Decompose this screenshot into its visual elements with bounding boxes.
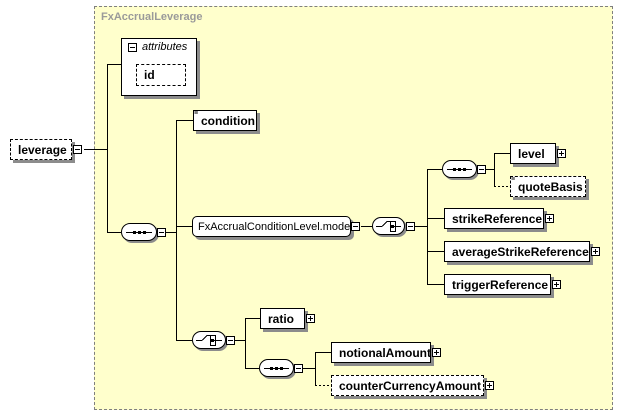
attribute-id[interactable]: id (136, 64, 186, 86)
choice-compositor (372, 217, 405, 235)
element-quote-basis-label: quoteBasis (518, 179, 583, 194)
sequence-compositor (259, 359, 294, 377)
element-notional-amount[interactable]: notionalAmount (331, 342, 431, 363)
attributes-heading: attributes (142, 41, 188, 53)
group-label: FxAccrualConditionLevel.model (198, 220, 353, 233)
expand-toggle-icon[interactable] (591, 247, 600, 256)
attributes-collapse-toggle-icon[interactable] (128, 43, 137, 52)
documentation-icon: ≡ (511, 176, 516, 183)
element-quote-basis[interactable]: quoteBasis (510, 176, 586, 197)
sequence-icon (126, 231, 152, 234)
sequence-icon (447, 168, 472, 171)
element-condition[interactable]: condition (193, 110, 257, 131)
element-level-label: level (518, 146, 545, 161)
sequence-collapse-toggle-icon[interactable] (477, 165, 486, 174)
group-fx-accrual-condition-level-model[interactable]: FxAccrualConditionLevel.model (192, 216, 353, 237)
sequence-collapse-toggle-icon[interactable] (294, 364, 303, 373)
element-level[interactable]: level (510, 143, 556, 164)
element-counter-currency-amount[interactable]: counterCurrencyAmount (331, 375, 484, 396)
documentation-icon: ≡ (194, 110, 199, 117)
expand-toggle-icon[interactable] (485, 381, 494, 390)
element-ratio-label: ratio (268, 311, 295, 326)
element-trigger-reference[interactable]: triggerReference (444, 274, 551, 295)
element-strike-reference[interactable]: strikeReference (444, 208, 544, 229)
element-average-strike-reference[interactable]: averageStrikeReference (444, 241, 590, 262)
choice-collapse-toggle-icon[interactable] (226, 336, 235, 345)
element-counter-currency-amount-label: counterCurrencyAmount (339, 378, 482, 393)
collapse-toggle-icon[interactable] (73, 145, 82, 154)
element-notional-amount-label: notionalAmount (339, 345, 431, 360)
choice-collapse-toggle-icon[interactable] (406, 222, 415, 231)
expand-toggle-icon[interactable] (552, 280, 561, 289)
element-condition-label: condition (201, 113, 255, 128)
expand-toggle-icon[interactable] (306, 314, 315, 323)
group-collapse-toggle-icon[interactable] (351, 222, 360, 231)
choice-icon (376, 221, 401, 232)
sequence-compositor (442, 160, 477, 178)
root-element-leverage[interactable]: leverage (10, 139, 72, 160)
complex-type-title: FxAccrualLeverage (101, 11, 203, 23)
element-trigger-reference-label: triggerReference (452, 277, 549, 292)
sequence-icon (264, 367, 289, 370)
root-element-label: leverage (18, 142, 67, 157)
expand-toggle-icon[interactable] (432, 348, 441, 357)
attribute-id-label: id (144, 68, 155, 82)
element-strike-reference-label: strikeReference (452, 211, 543, 226)
choice-icon (196, 335, 222, 346)
choice-compositor (192, 331, 226, 349)
element-ratio[interactable]: ratio (260, 308, 305, 329)
expand-toggle-icon[interactable] (557, 149, 566, 158)
expand-toggle-icon[interactable] (545, 214, 554, 223)
sequence-compositor (121, 223, 157, 241)
sequence-collapse-toggle-icon[interactable] (157, 228, 166, 237)
element-average-strike-reference-label: averageStrikeReference (452, 244, 589, 259)
